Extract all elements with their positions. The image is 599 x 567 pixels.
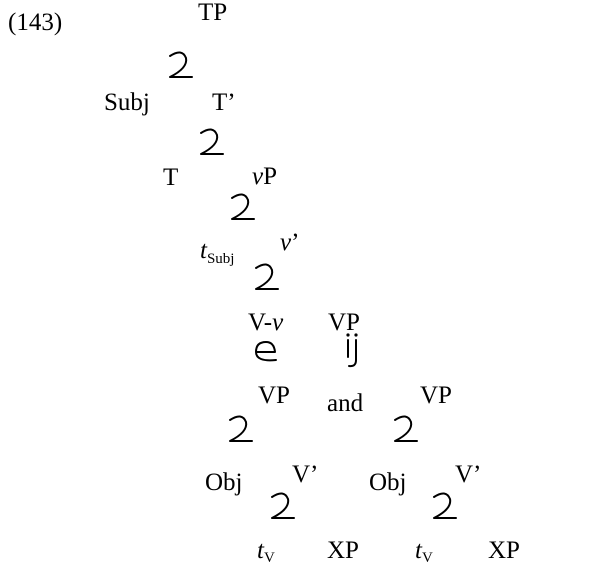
node-t: T xyxy=(163,164,178,191)
node-tv-right: tV xyxy=(415,537,433,566)
node-subj: Subj xyxy=(104,89,150,116)
node-vp-right: VP xyxy=(420,382,452,409)
node-xp-right: XP xyxy=(488,537,520,564)
branch-vbar-right xyxy=(433,492,457,519)
node-vbar-right: V’ xyxy=(455,461,481,488)
node-t-bar: T’ xyxy=(212,89,236,116)
node-v-v: V-v xyxy=(248,309,284,336)
branch-vp-coord-dot-right xyxy=(354,333,358,337)
node-vbar-left: V’ xyxy=(292,461,318,488)
branch-v-v xyxy=(255,341,277,362)
branch-vp-right xyxy=(394,415,418,442)
node-tv-left: tV xyxy=(257,537,275,566)
branch-t-bar xyxy=(200,128,224,155)
node-v-bar: v’ xyxy=(280,229,299,256)
branch-v-bar xyxy=(255,263,279,290)
node-obj-left: Obj xyxy=(205,469,243,496)
node-vp-top: VP xyxy=(328,309,360,336)
example-number: (143) xyxy=(8,9,62,36)
node-obj-right: Obj xyxy=(369,469,407,496)
node-t-subj: tSubj xyxy=(200,237,234,267)
node-xp-left: XP xyxy=(327,537,359,564)
node-conj-and: and xyxy=(327,390,364,417)
branch-tp xyxy=(169,51,193,78)
branch-vp-coord xyxy=(347,339,357,368)
node-vp-left: VP xyxy=(258,382,290,409)
branch-vp-little xyxy=(231,193,255,220)
branch-vp-coord-dot-left xyxy=(346,333,350,337)
node-vp-little: vP xyxy=(252,163,277,190)
branch-vbar-left xyxy=(271,492,295,519)
node-tp: TP xyxy=(198,0,227,26)
branch-vp-left xyxy=(229,415,253,442)
